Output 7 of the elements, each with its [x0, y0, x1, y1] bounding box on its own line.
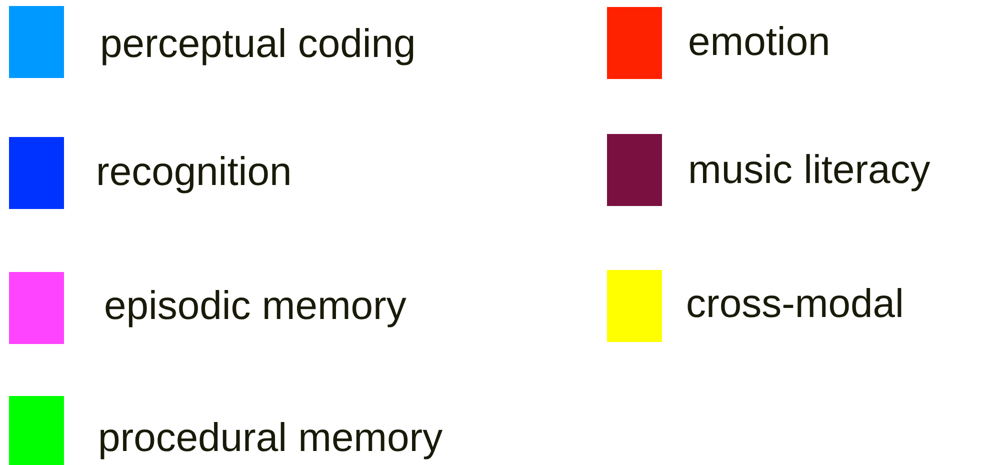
legend-label: procedural memory [98, 415, 443, 462]
legend-label: perceptual coding [100, 21, 416, 68]
legend-label: cross-modal [686, 281, 904, 328]
legend-label: music literacy [688, 147, 930, 194]
legend-label: emotion [688, 19, 830, 66]
legend-label: recognition [96, 149, 292, 196]
legend-label: episodic memory [104, 283, 406, 330]
